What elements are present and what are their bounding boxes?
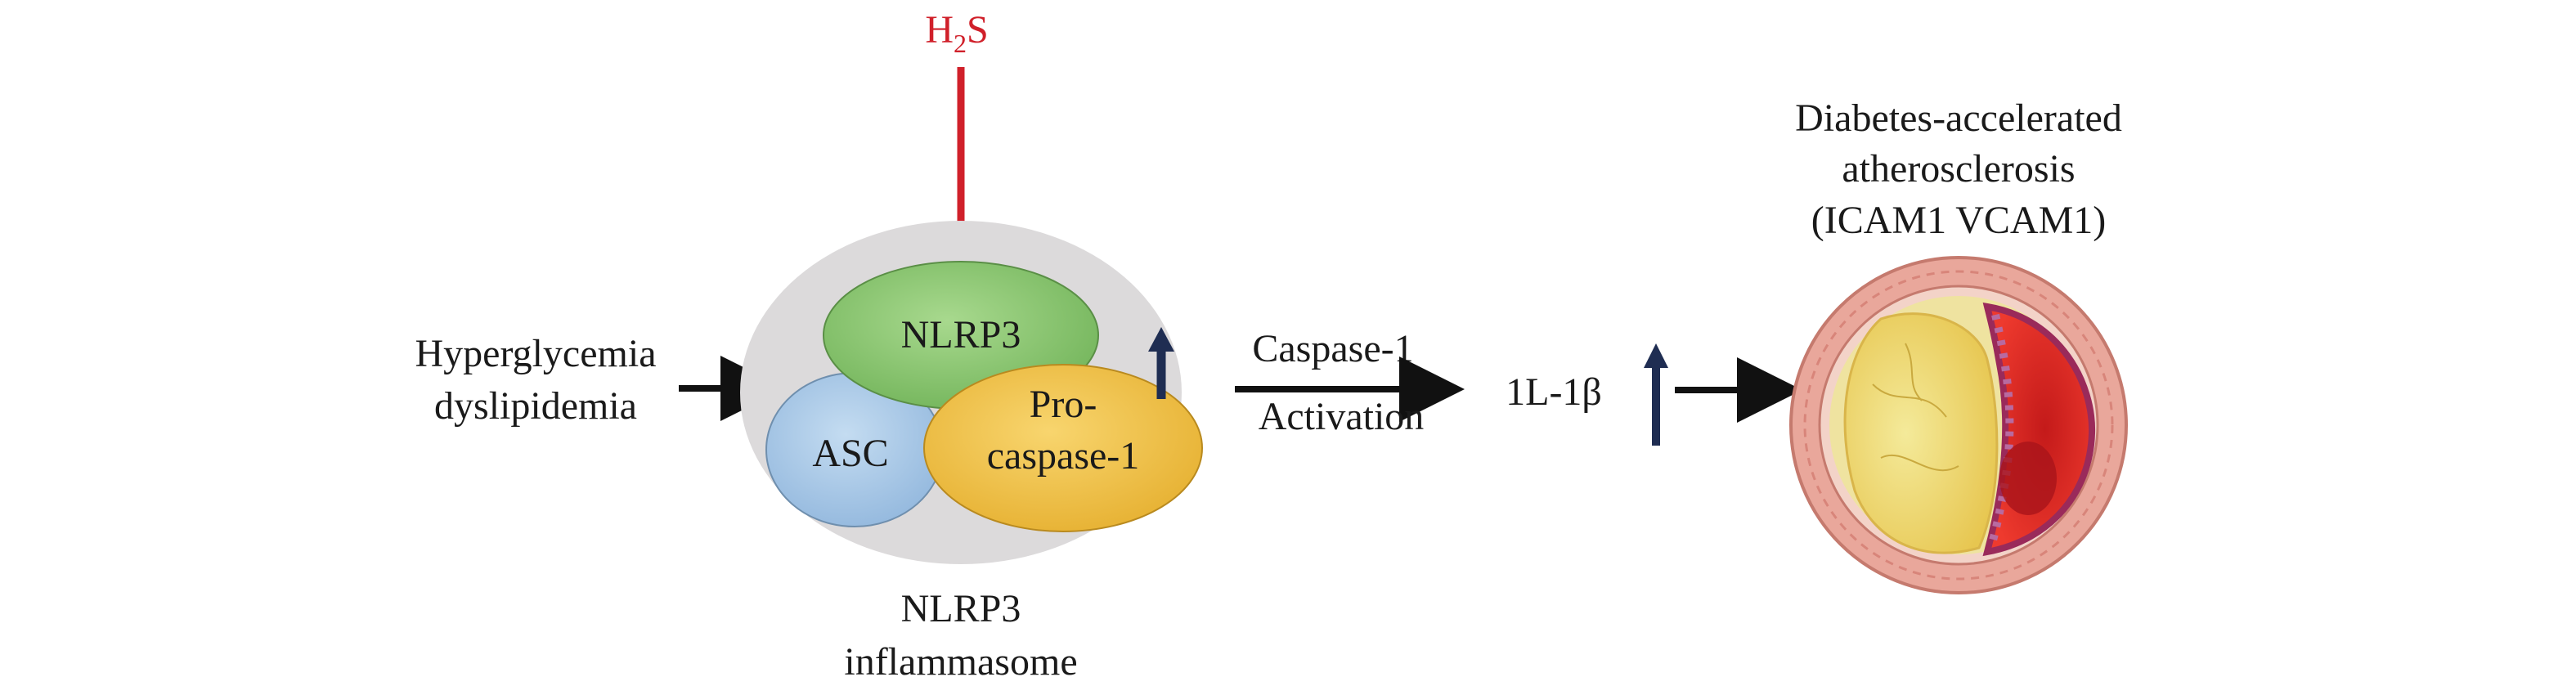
up-arrow-icon <box>1644 343 1668 446</box>
complex-caption-line1: NLRP3 <box>901 587 1021 630</box>
up-arrow-icon <box>1148 327 1174 399</box>
input-label-line2: dyslipidemia <box>434 384 637 428</box>
h2s-label: H2S <box>925 8 988 58</box>
artery-cross-section-icon <box>1789 256 2128 594</box>
complex-caption-line2: inflammasome <box>844 640 1077 684</box>
inhibition-bar-icon <box>928 67 994 249</box>
input-label-line1: Hyperglycemia <box>415 332 656 375</box>
outcome-label-line2: atherosclerosis <box>1842 147 2075 191</box>
cytokine-label: 1L-1β <box>1506 370 1602 414</box>
step-label-line1: Caspase-1 <box>1252 327 1413 370</box>
outcome-label-line3: (ICAM1 VCAM1) <box>1811 199 2106 242</box>
nlrp3-label: NLRP3 <box>901 313 1021 356</box>
outcome-label-line1: Diabetes-accelerated <box>1795 96 2122 140</box>
procaspase-domain <box>923 364 1203 532</box>
asc-label: ASC <box>812 432 888 475</box>
step-label-line2: Activation <box>1259 395 1425 438</box>
procaspase-label-line2: caspase-1 <box>987 434 1140 478</box>
procaspase-label-line1: Pro- <box>1030 383 1097 426</box>
